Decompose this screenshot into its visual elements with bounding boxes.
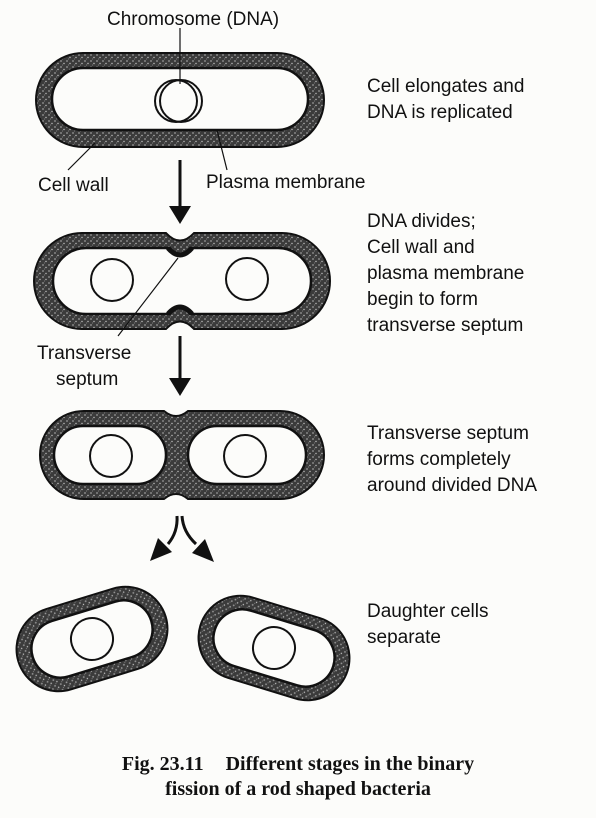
- plasma-membrane-left: [52, 424, 168, 486]
- split-arrow-right-head: [192, 539, 214, 562]
- dna-circle-left: [89, 434, 133, 478]
- plasma-membrane-pointer: [216, 129, 228, 171]
- septum-ingrowth-bottom: [166, 304, 194, 316]
- daughter-cell-right: [197, 594, 351, 702]
- cell-wall-pointer: [67, 142, 96, 171]
- step-3-description: Transverse septum forms completely aroun…: [367, 423, 538, 496]
- step-1-description: Cell elongates and DNA is replicated: [367, 76, 525, 123]
- figure-number: Fig. 23.11: [121, 753, 204, 775]
- stage3-cell: [39, 410, 325, 500]
- septum-pointer: [117, 257, 179, 337]
- chromosome-label: Chromosome (DNA): [107, 9, 279, 30]
- dna-circle-left: [90, 258, 134, 302]
- cell-wall-label: Cell wall: [38, 175, 109, 196]
- dna-circle: [252, 626, 296, 670]
- stage2-cell: [33, 232, 331, 330]
- caption-line1: Different stages in the binary: [225, 753, 475, 775]
- septum-ingrowth-top: [166, 246, 194, 258]
- split-arrow-right-shaft: [180, 515, 198, 546]
- plasma-membrane-right: [186, 424, 308, 486]
- step-2-description: DNA divides; Cell wall and plasma membra…: [367, 211, 525, 336]
- stage1-cell: [35, 52, 325, 148]
- plasma-membrane: [30, 599, 154, 679]
- figure-caption: Fig. 23.11 Different stages in the binary…: [0, 752, 596, 802]
- dna-circle-replica: [159, 79, 203, 123]
- split-arrow-left-shaft: [166, 515, 179, 545]
- arrowhead-1: [169, 206, 191, 224]
- dna-circle: [70, 617, 114, 661]
- step-4-description: Daughter cells separate: [367, 601, 489, 648]
- plasma-membrane: [212, 608, 336, 688]
- dna-circle-right: [225, 257, 269, 301]
- septum-label-line1: Transverse: [37, 343, 131, 364]
- plasma-membrane-label: Plasma membrane: [206, 172, 365, 193]
- daughter-cell-left: [15, 585, 169, 693]
- caption-line2: fission of a rod shaped bacteria: [165, 778, 431, 800]
- split-arrow-left-head: [150, 538, 172, 561]
- plasma-membrane: [51, 246, 313, 316]
- septum-label-line2: septum: [56, 369, 118, 390]
- dna-circle-right: [223, 434, 267, 478]
- arrowhead-2: [169, 378, 191, 396]
